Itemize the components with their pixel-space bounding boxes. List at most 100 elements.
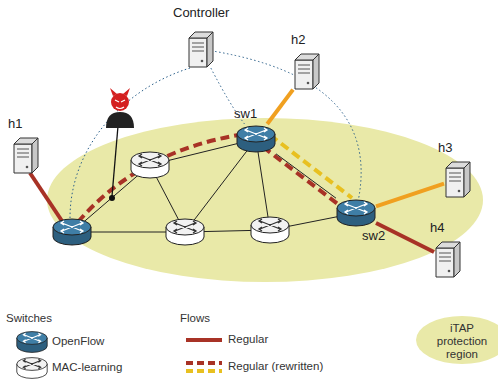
node-label: h4: [430, 221, 444, 235]
host-node: h4: [434, 240, 462, 278]
graphic-part: [436, 242, 460, 248]
graphic-part: [337, 200, 375, 216]
legend-switch-sample: [17, 332, 47, 353]
node-label: h2: [291, 33, 305, 47]
host-node: h1: [12, 136, 40, 174]
node-label: Controller: [173, 6, 229, 20]
server-icon: [187, 30, 215, 68]
switch-icon: [336, 198, 376, 228]
flow-rewritten: [78, 134, 245, 222]
graphic-part: [14, 144, 32, 173]
graphic-part: [185, 139, 256, 232]
graphic-part: [186, 361, 222, 365]
node-label: sw1: [234, 107, 257, 121]
graphic-part: [245, 128, 267, 140]
graphic-part: [131, 152, 169, 168]
host-node: h3: [444, 160, 472, 198]
switch-icon: [17, 332, 47, 353]
graphic-part: [186, 338, 222, 342]
link-connector: [215, 51, 361, 198]
switch-node: sw2: [336, 198, 376, 228]
server-icon: [293, 52, 321, 90]
flow-regular: [30, 173, 64, 224]
graphic-part: [110, 88, 130, 96]
graphic-part: [53, 219, 91, 235]
switch-icon: [251, 217, 289, 243]
legend-heading: Switches: [6, 312, 52, 325]
graphic-part: [295, 60, 313, 89]
graphic-part: [446, 162, 470, 168]
graphic-part: [106, 112, 134, 128]
switch-icon: [53, 219, 91, 245]
graphic-part: [17, 332, 47, 345]
graphic-part: [449, 173, 461, 181]
legend-switch-sample: [17, 358, 47, 379]
graphic-part: [23, 359, 41, 369]
server-icon: [434, 240, 462, 278]
graphic-part: [189, 38, 207, 67]
graphic-part: [189, 32, 213, 38]
graphic-part: [298, 65, 310, 73]
node-label: h3: [438, 141, 452, 155]
graphic-part: [295, 54, 319, 60]
switch-icon: [17, 358, 47, 379]
graphic-part: [237, 126, 275, 142]
graphic-part: [17, 149, 29, 157]
graphic-part: [307, 82, 310, 85]
mac-switches: [131, 152, 289, 245]
link-connector: [267, 90, 293, 124]
legend-heading: Flows: [180, 312, 210, 325]
host-node: Controller: [187, 30, 215, 68]
node-label: h1: [8, 117, 22, 131]
server-icon: [12, 136, 40, 174]
graphic-part: [259, 219, 281, 231]
graphic-part: [166, 219, 204, 235]
legend-samples: [186, 337, 222, 371]
link-connector: [376, 184, 444, 207]
node-label: sw2: [362, 229, 385, 243]
graphic-part: [23, 333, 41, 343]
graphic-part: [186, 369, 222, 373]
graphic-part: [61, 221, 83, 233]
graphic-part: [448, 270, 451, 273]
graphic-part: [436, 248, 454, 277]
mac-switch: [251, 217, 289, 243]
graphic-part: [201, 60, 204, 63]
graphic-part: [186, 337, 222, 338]
graphic-part: [17, 358, 47, 371]
mac-switch: [131, 152, 169, 178]
attacker-icon: [106, 88, 134, 128]
graphic-part: [345, 202, 367, 214]
host-node: h2: [293, 52, 321, 90]
flow-rewritten: [270, 135, 352, 198]
graphic-part: [439, 253, 451, 261]
legend-label: MAC-learning: [52, 361, 122, 374]
server-icon: [444, 160, 472, 198]
itap-region: [47, 118, 483, 282]
mesh-links: [72, 139, 356, 232]
graphic-part: [251, 217, 289, 233]
graphic-part: [174, 221, 196, 233]
switch-icon: [131, 152, 169, 178]
tap-line: [112, 126, 118, 196]
graphic-part: [458, 190, 461, 193]
switch-icon: [236, 124, 276, 154]
link-connector: [276, 154, 336, 198]
legend-label: Regular: [228, 333, 268, 346]
graphic-part: [192, 43, 204, 51]
graphic-part: [139, 154, 161, 166]
graphic-part: [446, 168, 464, 197]
flow-rewritten: [263, 147, 343, 208]
mac-switch: [166, 219, 204, 245]
legend-label: iTAP protection region: [426, 322, 498, 362]
openflow-switches: [17, 219, 91, 378]
switch-icon: [166, 219, 204, 245]
legend-label: Regular (rewritten): [228, 360, 323, 373]
tap-point: [109, 195, 115, 201]
graphic-part: [14, 138, 38, 144]
graphic-part: [115, 100, 125, 109]
graphic-part: [26, 166, 29, 169]
switch-node: sw1: [236, 124, 276, 154]
legend-label: OpenFlow: [52, 335, 104, 348]
